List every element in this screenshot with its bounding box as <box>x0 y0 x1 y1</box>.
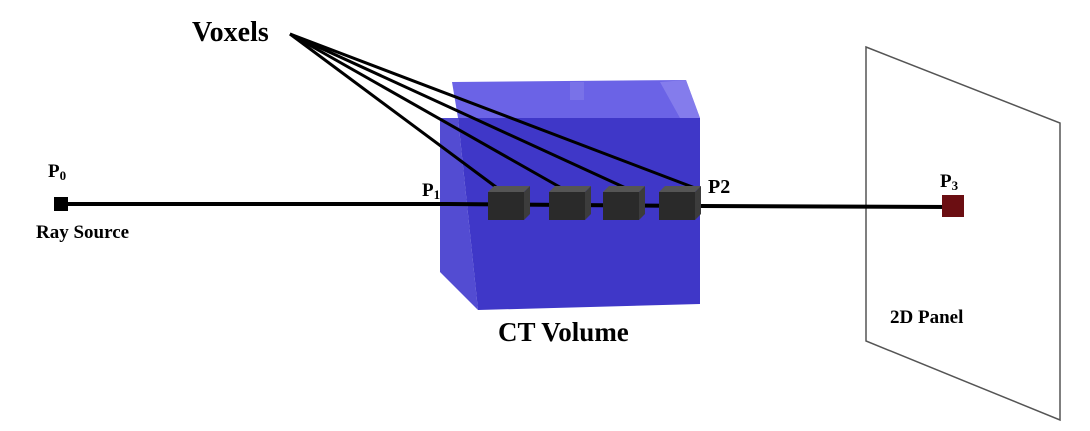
p1-label: P1 <box>422 180 440 202</box>
voxel-pointer-line <box>289 32 566 192</box>
voxels <box>488 186 701 220</box>
ray-source-marker <box>54 197 68 211</box>
voxel-pointer-line <box>289 32 696 190</box>
p3-marker <box>942 195 964 217</box>
p3-label: P3 <box>940 171 959 193</box>
ct-volume-label: CT Volume <box>498 317 629 347</box>
voxel <box>603 186 645 220</box>
ray-source-label: Ray Source <box>36 222 129 243</box>
voxel <box>549 186 591 220</box>
2d-panel <box>865 45 1061 422</box>
voxel-pointer-lines <box>289 32 696 192</box>
ct-volume-highlight <box>660 80 700 118</box>
voxel-pointer-line <box>289 32 631 192</box>
voxel <box>659 186 701 220</box>
voxel-pointer-line <box>289 32 501 192</box>
p2-label: P2 <box>708 176 730 198</box>
voxels-label: Voxels <box>192 17 269 48</box>
ray-segment-detector <box>699 204 953 209</box>
2d-panel-label: 2D Panel <box>890 307 963 328</box>
p0-label: P0 <box>48 161 66 183</box>
voxel <box>488 186 530 220</box>
ct-volume-side-face <box>440 118 478 310</box>
ct-volume-notch <box>570 82 584 100</box>
